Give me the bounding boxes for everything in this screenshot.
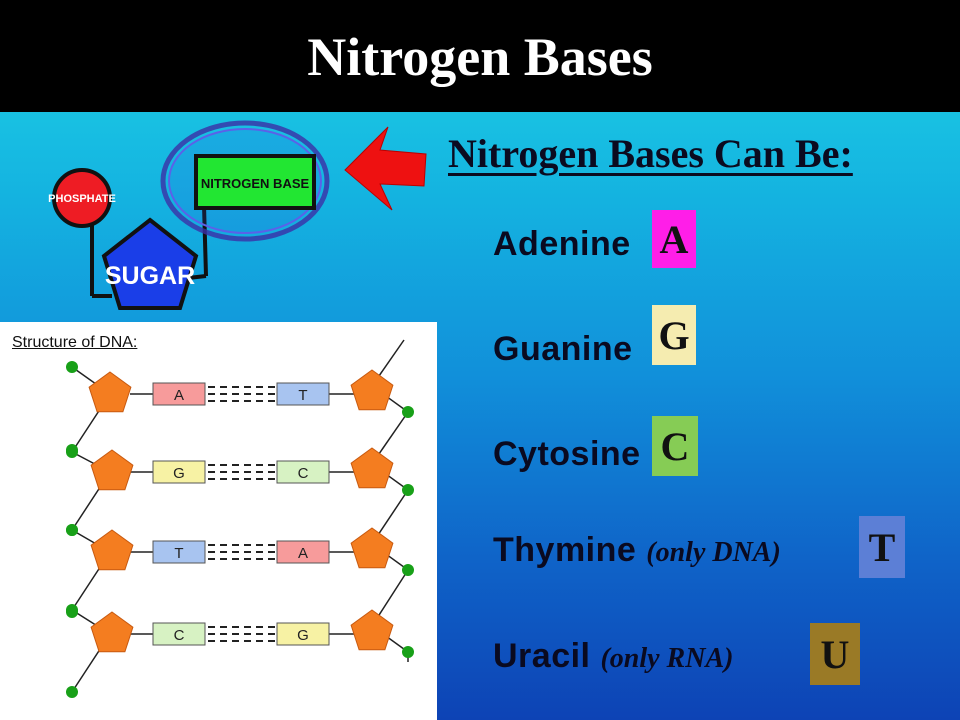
sugar-pentagon — [90, 611, 134, 653]
letter-t: T — [868, 524, 896, 570]
letter-box-u: U — [810, 623, 860, 685]
base-letter-left: T — [174, 545, 183, 562]
base-letter-left: A — [174, 387, 184, 404]
dna-structure-title: Structure of DNA: — [12, 334, 138, 351]
base-box-left — [152, 540, 206, 564]
base-thymine: Thymine (only DNA) — [493, 531, 781, 570]
sugar-pentagon — [350, 447, 394, 489]
sugar-pentagon — [88, 371, 132, 413]
base-letter-right: G — [297, 627, 309, 644]
base-box-left — [152, 622, 206, 646]
base-letter-right: T — [298, 387, 307, 404]
base-letter-left: G — [173, 465, 185, 482]
base-box-left — [152, 382, 206, 406]
red-arrow-icon — [344, 126, 427, 211]
nucleotide-diagram: PHOSPHATE SUGAR NITROGEN BASE — [48, 120, 330, 310]
letter-box-c: C — [652, 416, 698, 476]
base-name-label: Cytosine — [493, 435, 641, 473]
sugar-label: SUGAR — [105, 262, 195, 290]
phosphate-dot — [402, 484, 414, 496]
slide-title: Nitrogen Bases — [307, 27, 653, 87]
letter-box-t: T — [859, 516, 905, 578]
phosphate-dot — [402, 646, 414, 658]
base-box-right — [276, 622, 330, 646]
phosphate-dot — [66, 524, 78, 536]
sugar-pentagon — [350, 527, 394, 569]
phosphate-dot — [402, 564, 414, 576]
base-uracil: Uracil (only RNA) — [493, 637, 733, 676]
base-note: (only DNA) — [646, 537, 781, 568]
base-adenine: Adenine — [493, 225, 631, 264]
base-box-left — [152, 460, 206, 484]
phosphate-circle: PHOSPHATE — [48, 168, 116, 228]
phosphate-dot — [66, 686, 78, 698]
base-name-label: Thymine — [493, 531, 637, 569]
base-name-label: Guanine — [493, 330, 633, 368]
base-name-label: Uracil — [493, 637, 591, 675]
letter-box-g: G — [652, 305, 696, 365]
letter-a: A — [659, 216, 689, 262]
subtitle: Nitrogen Bases Can Be: — [448, 131, 853, 176]
base-guanine: Guanine — [493, 330, 633, 369]
base-note: (only RNA) — [600, 643, 734, 674]
sugar-pentagon: SUGAR — [101, 217, 199, 310]
nitrogen-base-rect: NITROGEN BASE — [194, 154, 316, 210]
base-name-label: Adenine — [493, 225, 631, 263]
base-box-right — [276, 382, 330, 406]
sugar-pentagon — [90, 529, 134, 571]
phosphate-dot — [402, 406, 414, 418]
dna-structure-panel: Structure of DNA: A T G C T A C G — [0, 322, 437, 720]
base-letter-right: A — [298, 545, 308, 562]
sugar-pentagon — [350, 369, 394, 411]
letter-c: C — [660, 423, 690, 469]
nitrogen-base-label: NITROGEN BASE — [201, 176, 310, 191]
dna-ladder-diagram: A T G C T A C G — [66, 339, 414, 698]
base-box-right — [276, 460, 330, 484]
phosphate-dot — [66, 606, 78, 618]
phosphate-dot — [66, 444, 78, 456]
letter-g: G — [658, 312, 690, 358]
sugar-pentagon — [350, 609, 394, 651]
letter-box-a: A — [652, 210, 696, 268]
sugar-pentagon — [90, 449, 134, 491]
base-cytosine: Cytosine — [493, 435, 641, 474]
base-box-right — [276, 540, 330, 564]
base-letter-right: C — [298, 465, 309, 482]
base-letter-left: C — [174, 627, 185, 644]
letter-u: U — [820, 631, 850, 677]
title-bar: Nitrogen Bases — [0, 0, 960, 112]
phosphate-label: PHOSPHATE — [48, 193, 116, 205]
phosphate-dot — [66, 361, 78, 373]
